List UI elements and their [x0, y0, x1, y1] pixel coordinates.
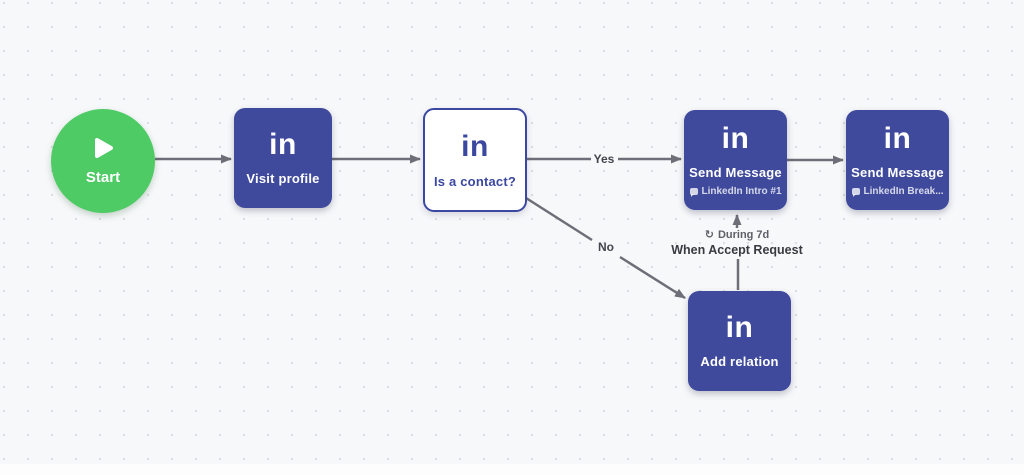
- edge-no-segment-2: [619, 255, 686, 300]
- node-send-message-1[interactable]: in Send Message LinkedIn Intro #1: [684, 110, 787, 210]
- node-visit-profile[interactable]: in Visit profile: [234, 108, 332, 208]
- node-send-message-2[interactable]: in Send Message LinkedIn Break...: [846, 110, 949, 210]
- node-sublabel: LinkedIn Intro #1: [689, 186, 782, 197]
- start-node[interactable]: Start: [51, 109, 155, 213]
- edge-label-during: ↻During 7d: [705, 229, 770, 241]
- edge-no-segment-1: [525, 196, 593, 242]
- refresh-icon: ↻: [705, 229, 714, 241]
- node-label: Send Message: [689, 164, 782, 180]
- start-label: Start: [85, 169, 121, 186]
- linkedin-icon: in: [725, 311, 754, 344]
- linkedin-icon: in: [461, 129, 489, 163]
- edge-label-no: No: [598, 240, 614, 254]
- chat-bubble-icon: [851, 187, 860, 197]
- node-label: Visit profile: [246, 171, 320, 186]
- linkedin-icon: in: [883, 121, 912, 155]
- node-is-a-contact[interactable]: in Is a contact?: [423, 108, 527, 212]
- canvas-bottom-strip: [0, 464, 1024, 475]
- node-label: Add relation: [700, 354, 779, 369]
- node-label: Send Message: [851, 164, 944, 180]
- node-label: Is a contact?: [433, 173, 517, 189]
- play-icon: [95, 138, 113, 158]
- chat-bubble-icon: [689, 187, 698, 197]
- node-sublabel: LinkedIn Break...: [851, 186, 944, 197]
- linkedin-icon: in: [721, 121, 750, 155]
- node-add-relation[interactable]: in Add relation: [688, 291, 791, 391]
- edge-label-condition: When Accept Request: [671, 243, 803, 257]
- linkedin-icon: in: [269, 128, 297, 161]
- edge-label-yes: Yes: [594, 152, 615, 166]
